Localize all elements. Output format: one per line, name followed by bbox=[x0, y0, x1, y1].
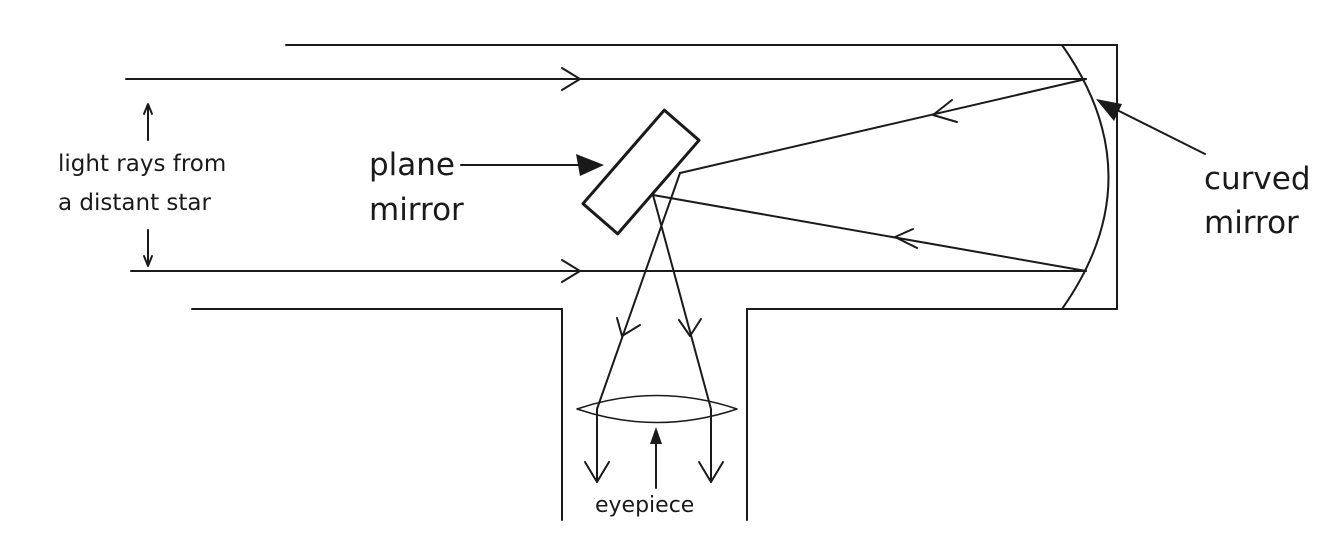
reflected-ray-top-arrow bbox=[932, 99, 958, 123]
eyepiece-ray-left bbox=[596, 172, 681, 483]
curved-mirror-label-line1: curved bbox=[1204, 161, 1311, 197]
plane-mirror bbox=[581, 108, 701, 236]
eyepiece-label: eyepiece bbox=[595, 493, 694, 518]
label-pointers bbox=[143, 102, 1206, 489]
plane-mirror-label-line2: mirror bbox=[369, 192, 464, 228]
curved-mirror-label-line2: mirror bbox=[1204, 205, 1299, 241]
eyepiece-ray-right-arrow bbox=[678, 318, 702, 337]
eyepiece-ray-right-arrowhead bbox=[698, 461, 724, 483]
light-rays-down-pointer-head bbox=[143, 255, 153, 267]
telescope-tube bbox=[191, 44, 1118, 521]
incoming-ray-top-arrow bbox=[561, 67, 581, 91]
curved-mirror-pointer bbox=[1102, 102, 1206, 155]
eyepiece-pointer-head bbox=[650, 427, 662, 444]
eyepiece-ray-left-arrowhead bbox=[584, 461, 610, 483]
incoming-light-rays bbox=[125, 67, 1087, 283]
plane-mirror-pointer-head bbox=[576, 154, 604, 176]
curved-mirror-pointer-head bbox=[1096, 99, 1122, 121]
reflected-ray-bottom-arrow bbox=[894, 228, 918, 249]
curved-mirror bbox=[1061, 44, 1110, 310]
light-rays-label-line1: light rays from bbox=[58, 151, 226, 177]
eyepiece-lens bbox=[576, 394, 738, 424]
eyepiece-ray-left-arrow bbox=[616, 317, 641, 337]
incoming-ray-bottom-arrow bbox=[561, 259, 581, 283]
reflected-ray-top bbox=[679, 78, 1087, 174]
eyepiece-ray-right bbox=[652, 194, 712, 483]
reflected-light-rays bbox=[652, 78, 1087, 272]
eyepiece-light-rays bbox=[584, 172, 724, 483]
reflected-ray-bottom bbox=[652, 194, 1087, 272]
light-rays-up-pointer-head bbox=[143, 103, 153, 115]
plane-mirror-label-line1: plane bbox=[369, 147, 455, 183]
light-rays-label-line2: a distant star bbox=[58, 190, 211, 216]
